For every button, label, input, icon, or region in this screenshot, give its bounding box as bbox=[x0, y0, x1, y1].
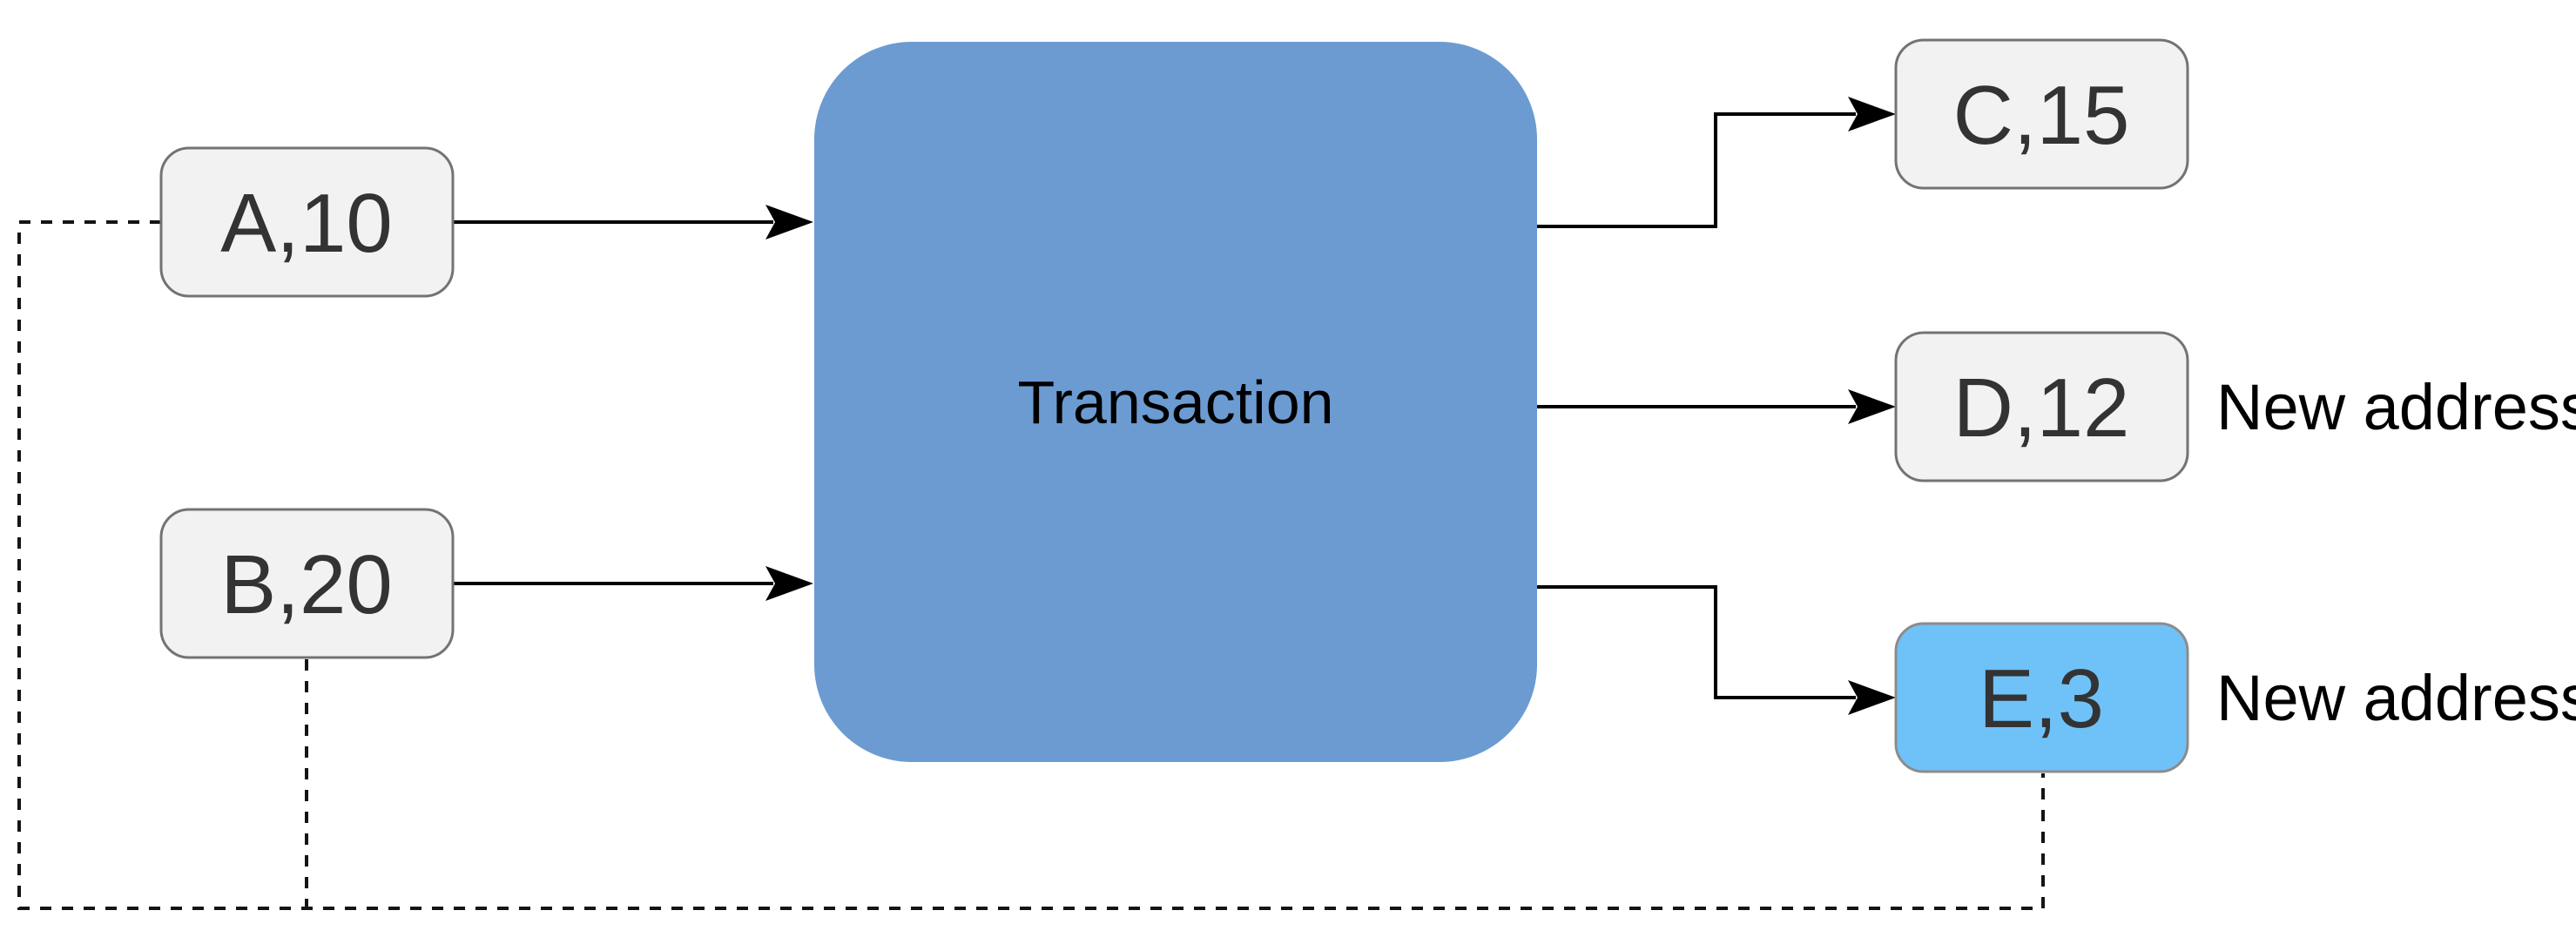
new-address-label-e: New address bbox=[2216, 662, 2576, 734]
input-node-b bbox=[159, 508, 455, 659]
new-address-label-d: New address bbox=[2216, 371, 2576, 443]
input-node-b-label: B,20 bbox=[220, 538, 392, 631]
arrowhead-a-to-transaction bbox=[765, 205, 813, 239]
output-node-d-label: D,12 bbox=[1953, 361, 2130, 455]
output-node-c-label: C,15 bbox=[1953, 69, 2130, 162]
transaction-node bbox=[814, 42, 1537, 762]
dashed-link-a-to-e bbox=[17, 220, 2045, 910]
arrowhead-transaction-to-d bbox=[1848, 389, 1896, 424]
arrowhead-b-to-transaction bbox=[765, 566, 813, 601]
input-node-a bbox=[159, 146, 455, 298]
edge-transaction-to-c bbox=[1537, 112, 1856, 228]
output-node-d bbox=[1894, 331, 2189, 482]
edge-transaction-to-e bbox=[1537, 585, 1856, 699]
arrowhead-transaction-to-e bbox=[1848, 680, 1896, 715]
arrowhead-transaction-to-c bbox=[1848, 97, 1896, 132]
output-node-e-label: E,3 bbox=[1979, 652, 2104, 745]
output-node-e bbox=[1894, 622, 2189, 773]
output-node-c bbox=[1894, 38, 2189, 190]
transaction-node-label: Transaction bbox=[1017, 368, 1333, 436]
input-node-a-label: A,10 bbox=[220, 177, 392, 270]
